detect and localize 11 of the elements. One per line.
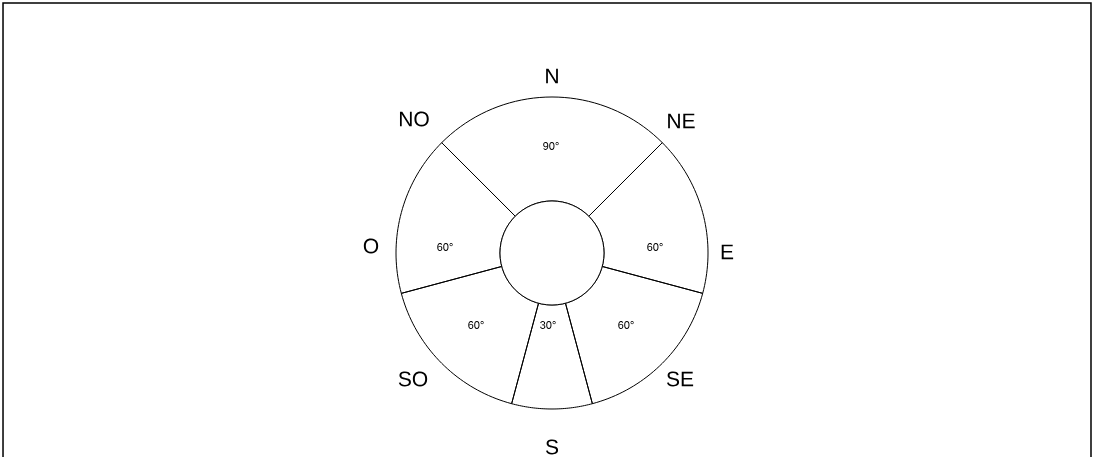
compass-label: S xyxy=(545,439,559,455)
compass-label: NO xyxy=(400,111,429,127)
ring-sector: 60° xyxy=(395,142,516,294)
ring-sector: 60° xyxy=(588,142,709,294)
compass-label: NE xyxy=(668,113,695,129)
inner-circle xyxy=(499,200,605,306)
compass-label: SO xyxy=(398,371,428,387)
compass-label: O xyxy=(363,238,379,254)
compass-label: SE xyxy=(666,371,694,387)
compass-label: E xyxy=(721,244,734,260)
ring-sector: 30° xyxy=(511,302,593,410)
